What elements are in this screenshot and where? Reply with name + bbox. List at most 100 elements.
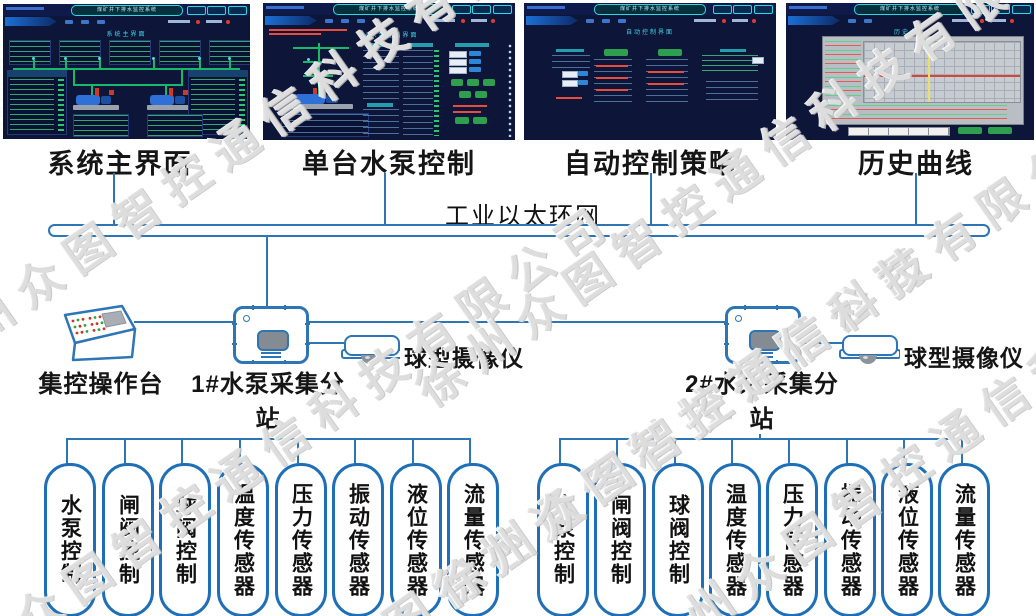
pill-left-flow: 流量传感器 [447,463,499,616]
connector-station1-camera1 [303,342,344,344]
scr3-strategy-column-1 [594,45,638,107]
scr4-export-button [988,127,1012,134]
pill-left-temperature: 温度传感器 [217,463,269,616]
scr2-page-title: 2#水泵控制界面 [359,33,419,39]
label-console: 集控操作台 [38,364,164,399]
label-camera2: 球型摄像仪 [900,339,1028,373]
scr1-header-button [207,6,226,15]
distribution-line-left [66,438,471,440]
station1-box [232,305,310,365]
scr4-query-button [958,127,982,134]
connector-station2-camera2 [795,342,842,344]
scr4-cursor-line [928,42,930,102]
caption-main-interface: 系统主界面 [47,149,193,179]
control-console [63,304,137,362]
caption-pump-control: 单台水泵控制 [302,149,476,179]
scr1-alarm-icon [196,20,200,24]
scr3-header-bar: 煤矿井下排水监控系统 [524,3,776,15]
scr1-toolbar-icon [97,20,105,24]
scr1-toolbar-icon [65,20,73,24]
scr3-system-title: 煤矿井下排水监控系统 [594,4,706,15]
scr4-curve-line [864,75,1020,77]
pill-right-gate-valve: 闸阀控制 [594,463,646,616]
camera2-dome-icon [859,355,877,364]
pill-right-pump-control: 水泵控制 [537,463,589,616]
scr2-nav-tab [265,16,317,25]
scr4-time-selector [848,127,950,136]
scr4-header-bar: 煤矿井下排水监控系统 [786,3,1034,15]
scr1-info-box [9,40,51,65]
scr3-page-title: 自动控制界面 [625,30,674,36]
scr1-alarm-text [206,20,222,23]
scr1-clock-text [6,7,44,10]
camera1-dome-icon [361,355,379,364]
pill-right-pressure: 压力传感器 [766,463,818,616]
pill-left-pressure: 压力传感器 [275,463,327,616]
pill-left-vibration: 振动传感器 [332,463,384,616]
connector-screen3-bus [650,173,652,227]
connector-screen1-bus [113,173,115,227]
scr2-alarm-text [269,33,321,35]
scr2-column-states [403,43,439,137]
console-buttons [71,315,106,335]
connector-screen4-bus [915,173,917,227]
scr3-nav-tab [526,16,578,25]
scr4-nav-tab [788,16,840,25]
station1-display [257,330,289,351]
scr1-system-title: 煤矿井下排水监控系统 [71,5,183,16]
scr4-chart-panel [822,36,1024,125]
scr2-alarm-text [269,29,347,31]
connector-screen2-bus [384,173,386,227]
scr1-alarm-icon [226,20,230,24]
scr2-remote-list [495,43,512,137]
scr1-header-button [228,6,247,15]
connector-console-station1 [134,321,233,323]
scr4-curve-list [825,41,861,99]
label-camera1: 球型摄像仪 [400,339,528,373]
scr2-column-params [363,43,399,137]
scr2-status-table [281,113,369,137]
station2-screw-icon [735,315,742,322]
scr1-nav-tab [5,17,57,26]
screenshot-auto-control: 煤矿井下排水监控系统 自动控制界面 [524,3,776,140]
pill-left-gate-valve: 闸阀控制 [102,463,154,616]
pill-left-ball-valve: 球阀控制 [159,463,211,616]
pill-right-level: 液位传感器 [881,463,933,616]
scr1-pump2-table [147,114,203,137]
scr1-toolbar-icon [81,20,89,24]
scr3-settings-panel [702,49,764,105]
scr1-header-button [187,6,206,15]
scr1-left-data-table [7,70,67,135]
scr1-info-box [109,40,151,65]
scr1-header-bar: 煤矿井下排水监控系统 [3,4,250,16]
scr1-user-text [168,20,190,23]
connector-station1-station2 [303,321,725,323]
station1-screw-icon [243,315,250,322]
ethernet-ring-bus [48,224,990,237]
scr4-legend-rows [827,105,1007,120]
scr3-mode-panel [552,49,590,105]
distribution-line-right [559,438,963,440]
station2-box [724,305,802,365]
station2-display [749,330,781,351]
camera1 [341,335,403,364]
screenshot-history-curve: 煤矿井下排水监控系统 历史曲线 [786,3,1034,140]
pill-right-vibration: 振动传感器 [824,463,876,616]
connector-bus-station1 [266,237,268,307]
scr4-page-title: 历史曲线 [893,30,926,36]
scr3-strategy-column-2 [646,45,694,107]
scr4-chart-grid [863,41,1021,103]
scr1-info-box [159,40,201,65]
scr2-system-title: 煤矿井下排水监控系统 [333,4,445,15]
scr2-header-bar: 煤矿井下排水监控系统 [263,3,515,15]
screenshot-main-interface: 煤矿井下排水监控系统 系统主界面 [3,4,250,139]
pill-left-pump-control: 水泵控制 [44,463,96,616]
pill-right-temperature: 温度传感器 [709,463,761,616]
label-station2: 2#水泵采集分站 [676,364,848,434]
camera2 [839,335,901,364]
console-screen [101,310,127,328]
scr1-pump1-table [73,114,129,137]
scr4-system-title: 煤矿井下排水监控系统 [854,4,966,15]
scr1-page-title: 系统主界面 [106,32,147,38]
pill-right-ball-valve: 球阀控制 [652,463,704,616]
